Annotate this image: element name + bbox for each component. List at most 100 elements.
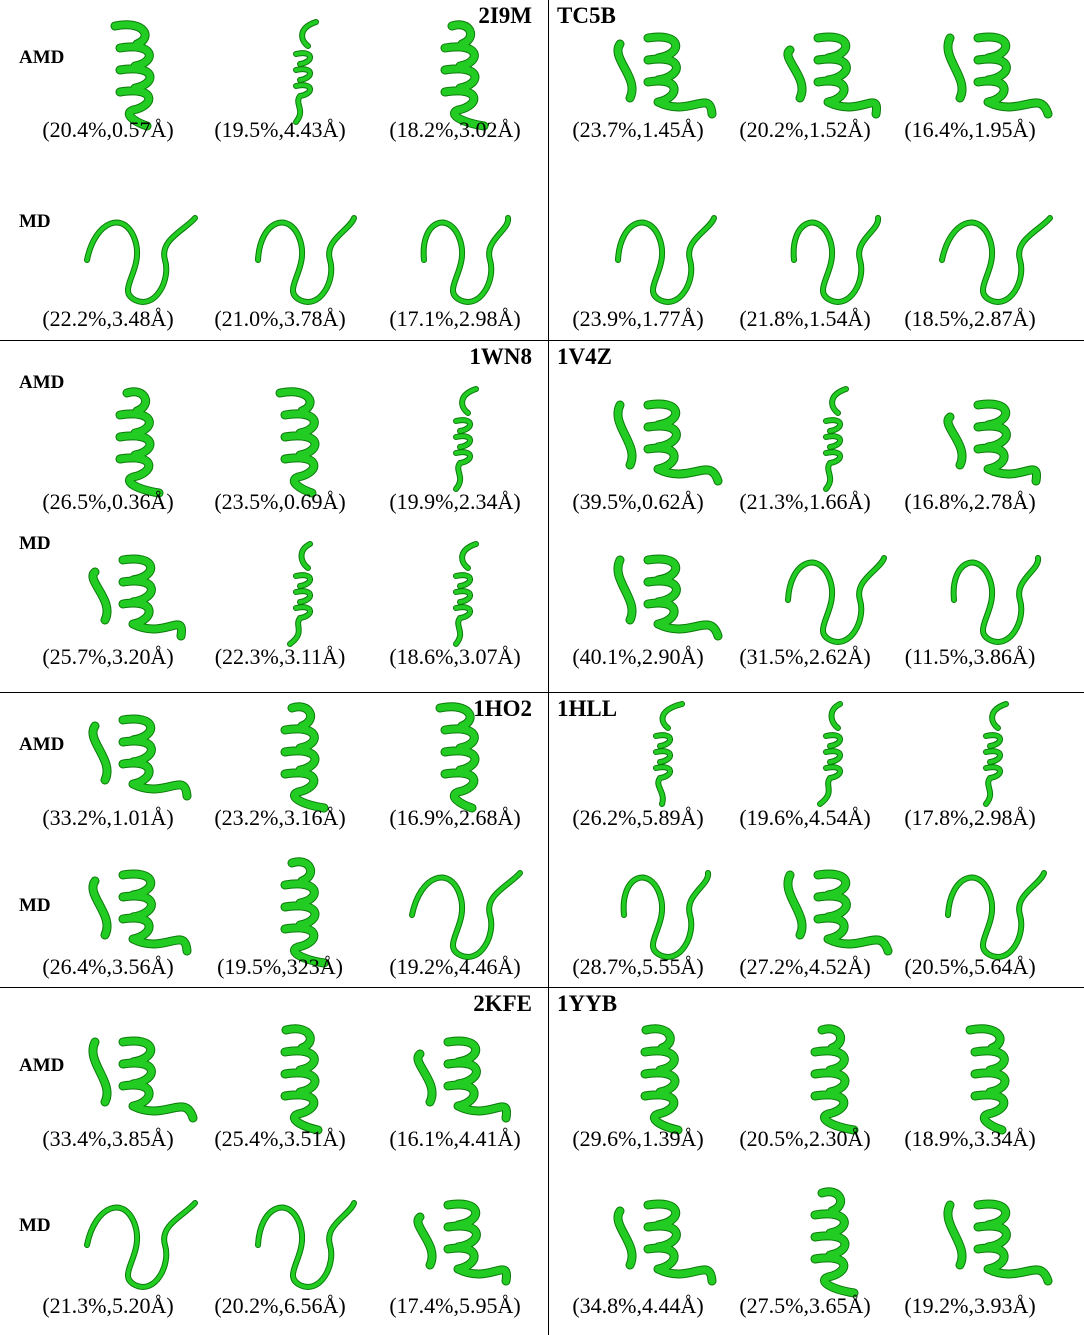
md-structure-image-ribbon [621, 871, 710, 959]
amd-row-label: AMD [19, 1055, 65, 1076]
amd-caption: (17.8%,2.98Å) [904, 805, 1036, 830]
structure-id: 1YYB [557, 991, 618, 1016]
md-caption: (23.9%,1.77Å) [572, 306, 704, 331]
amd-structure-image [817, 701, 843, 807]
amd-structure-image-ribbon [818, 702, 842, 806]
amd-row-label: AMD [19, 734, 65, 755]
md-structure-image [84, 1200, 198, 1290]
amd-structure-image [613, 399, 723, 486]
amd-structure-image-ribbon [414, 1037, 510, 1122]
md-caption: (20.5%,5.64Å) [904, 954, 1036, 979]
amd-caption: (19.6%,4.54Å) [739, 805, 871, 830]
md-structure-image-outline [950, 555, 1041, 645]
amd-structure-image [783, 32, 881, 119]
md-structure-image [939, 215, 1053, 305]
amd-structure-image [943, 32, 1053, 119]
md-caption: (19.5%,323Å) [217, 954, 343, 979]
amd-caption: (23.2%,3.16Å) [214, 805, 346, 830]
md-caption: (25.7%,3.20Å) [42, 644, 174, 669]
amd-caption: (16.1%,4.41Å) [389, 1126, 521, 1151]
md-caption: (17.4%,5.95Å) [389, 1293, 521, 1318]
amd-structure-image-ribbon [641, 1025, 682, 1134]
md-caption: (21.3%,5.20Å) [42, 1293, 174, 1318]
md-structure-image-outline [615, 215, 717, 305]
amd-caption: (23.5%,0.69Å) [214, 489, 346, 514]
amd-structure-image-ribbon [281, 1025, 322, 1134]
md-row-label: MD [19, 533, 51, 554]
md-structure-image-outline [255, 1200, 357, 1290]
amd-structure-image [115, 387, 164, 498]
md-structure-image-ribbon [614, 555, 722, 640]
vertical-divider [548, 0, 549, 1335]
amd-structure-image-ribbon [116, 388, 163, 497]
md-caption: (22.3%,3.11Å) [214, 644, 346, 669]
amd-structure-image-ribbon [614, 400, 722, 485]
md-caption: (20.2%,6.56Å) [214, 1293, 346, 1318]
md-structure-image [810, 1187, 859, 1298]
horizontal-divider [0, 692, 1084, 693]
md-structure-image-ribbon [89, 555, 185, 640]
md-structure-image [790, 215, 881, 305]
amd-structure-image-ribbon [614, 33, 716, 118]
amd-caption: (21.3%,1.66Å) [739, 489, 871, 514]
amd-structure-image [275, 387, 320, 498]
structure-id: 2I9M [478, 3, 532, 28]
md-caption: (27.5%,3.65Å) [739, 1293, 871, 1318]
amd-structure-image [280, 702, 329, 813]
amd-structure-image [640, 1024, 683, 1135]
md-structure-image-ribbon [421, 216, 510, 304]
md-caption: (22.2%,3.48Å) [42, 306, 174, 331]
amd-caption: (29.6%,1.39Å) [572, 1126, 704, 1151]
amd-structure-image [440, 20, 489, 131]
md-caption: (34.8%,4.44Å) [572, 1293, 704, 1318]
md-structure-image [88, 554, 186, 641]
md-caption: (17.1%,2.98Å) [389, 306, 521, 331]
md-structure-image-outline [255, 215, 357, 305]
md-caption: (40.1%,2.90Å) [572, 644, 704, 669]
md-structure-image [84, 215, 198, 305]
amd-caption: (26.5%,0.36Å) [42, 489, 174, 514]
amd-structure-image [810, 1024, 859, 1135]
md-structure-image [420, 215, 511, 305]
amd-structure-image [823, 386, 849, 492]
amd-structure-image [965, 1024, 1010, 1135]
amd-structure-image [413, 1036, 511, 1123]
amd-structure-image-ribbon [436, 703, 479, 812]
amd-structure-image-ribbon [824, 387, 848, 491]
md-structure-image-ribbon [946, 871, 1046, 959]
md-structure-image [613, 1199, 717, 1286]
md-row-label: MD [19, 1215, 51, 1236]
md-structure-image [287, 541, 313, 647]
md-structure-image [620, 870, 711, 960]
md-caption: (19.2%,3.93Å) [904, 1293, 1036, 1318]
md-structure-image-ribbon [791, 216, 880, 304]
amd-structure-image [88, 1036, 198, 1123]
amd-structure-image [280, 1024, 323, 1135]
md-structure-image-ribbon [951, 556, 1040, 644]
amd-structure-image-ribbon [89, 1037, 197, 1122]
amd-structure-image-ribbon [811, 1025, 858, 1134]
md-structure-image [943, 1199, 1053, 1286]
md-structure-image-outline [785, 555, 887, 645]
amd-row-label: AMD [19, 47, 65, 68]
md-structure-image-ribbon [281, 858, 328, 967]
amd-caption: (23.7%,1.45Å) [572, 117, 704, 142]
amd-structure-image-ribbon [281, 703, 328, 812]
md-caption: (21.8%,1.54Å) [739, 306, 871, 331]
structure-id: 1V4Z [557, 344, 612, 369]
md-structure-image-ribbon [414, 1200, 510, 1285]
md-structure-image-ribbon [256, 1201, 356, 1289]
amd-structure-image [110, 20, 155, 131]
horizontal-divider [0, 340, 1084, 341]
amd-caption: (18.9%,3.34Å) [904, 1126, 1036, 1151]
amd-structure-image-ribbon [966, 1025, 1009, 1134]
amd-structure-image [653, 701, 685, 807]
md-caption: (27.2%,4.52Å) [739, 954, 871, 979]
md-structure-image-ribbon [288, 542, 312, 646]
amd-structure-image [293, 19, 319, 125]
amd-structure-image [983, 701, 1009, 807]
amd-structure-image-ribbon [984, 702, 1008, 806]
amd-caption: (18.2%,3.02Å) [389, 117, 521, 142]
md-caption: (28.7%,5.55Å) [572, 954, 704, 979]
